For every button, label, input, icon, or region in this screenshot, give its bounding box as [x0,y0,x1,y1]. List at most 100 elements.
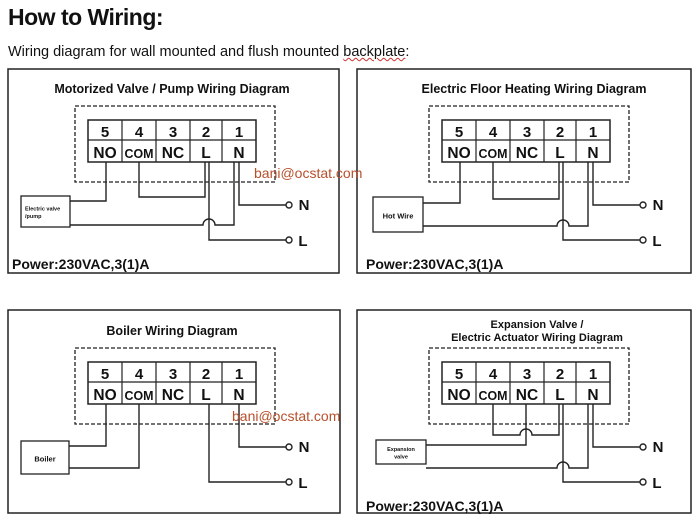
terminal-label-n: N [587,145,598,162]
panel-content: Expansion Valve /Electric Actuator Wirin… [366,319,663,514]
terminal-number: 1 [235,124,243,141]
supply-label-l: L [298,233,307,250]
terminal-label-nc: NC [516,145,538,162]
panel-frame [356,309,692,514]
wire [69,404,107,447]
supply-label-l: L [652,233,661,250]
terminal-number: 4 [489,366,498,383]
wire-neutral [238,162,286,206]
supply-label-n: N [299,439,310,456]
supply-terminal-n [639,443,647,451]
thermostat-outline [428,105,630,183]
wire-neutral [238,404,286,448]
terminal-number: 5 [101,124,109,141]
device-label: Boiler [34,454,55,463]
terminal-label-no: NO [447,145,470,162]
supply-label-n: N [653,439,664,456]
panel-title: Motorized Valve / Pump Wiring Diagram [54,82,289,96]
terminal-label-n: N [587,387,598,404]
wire [426,404,527,446]
device-label: valve [394,455,408,461]
terminal-number: 5 [101,366,109,383]
page-heading: How to Wiring: [8,4,164,30]
terminal-number: 2 [202,124,210,141]
terminal-number: 4 [135,366,144,383]
supply-label-l: L [652,475,661,492]
terminal-number: 4 [135,124,144,141]
terminal-number: 5 [455,366,463,383]
terminal-label-com: COM [125,146,154,161]
wire-live [208,162,286,241]
device-label: Expansion [387,447,415,453]
wire [492,162,560,200]
terminal-label-l: L [555,387,564,404]
power-rating: Power:230VAC,3(1)A [12,256,149,272]
wiring-panel: Motorized Valve / Pump Wiring Diagram5NO… [7,68,340,274]
device-label: Hot Wire [383,211,414,220]
terminal-number: 4 [489,124,498,141]
wiring-panel: Electric Floor Heating Wiring Diagram 5NO… [356,68,692,274]
supply-label-l: L [298,475,307,492]
wiring-panel: Expansion Valve /Electric Actuator Wirin… [356,309,692,514]
terminal-number: 1 [589,124,597,141]
panel-title-line: Electric Actuator Wiring Diagram [451,332,623,344]
subtitle-end: : [405,44,410,60]
wire-neutral [592,404,640,448]
terminal-number: 3 [169,366,177,383]
terminal-block [87,361,257,405]
wire-neutral [592,162,640,206]
terminal-label-l: L [201,145,210,162]
terminal-number: 3 [169,124,177,141]
terminal-label-nc: NC [516,387,538,404]
terminal-number: 5 [455,124,463,141]
wire-live [562,404,640,483]
power-rating: Power:230VAC,3(1)A [366,498,503,514]
supply-label-n: N [653,197,664,214]
panel-frame [7,68,340,274]
panel-content: Motorized Valve / Pump Wiring Diagram5NO… [12,82,309,272]
panel-title: Electric Floor Heating Wiring Diagram [422,82,647,96]
panel-title: Boiler Wiring Diagram [106,324,237,338]
device-box [375,439,427,465]
terminal-label-l: L [201,387,210,404]
wire [69,404,140,469]
subtitle-flagged-word: backplate [343,44,406,60]
terminal-number: 2 [202,366,210,383]
panel-content: Electric Floor Heating Wiring Diagram 5NO… [366,82,663,272]
wiring-panel: Boiler Wiring Diagram5NO4COM3NC2L1NNLBoi… [7,309,341,514]
terminal-label-com: COM [479,146,508,161]
supply-terminal-l [639,478,647,486]
terminal-label-no: NO [93,387,116,404]
watermark-email: bani@ocstat.com [232,408,341,424]
panel-title-line: Expansion Valve / [491,319,584,331]
wire [426,404,589,469]
terminal-label-nc: NC [162,145,184,162]
terminal-label-com: COM [479,388,508,403]
terminal-label-n: N [233,387,244,404]
power-rating: Power:230VAC,3(1)A [366,256,503,272]
wire [423,162,589,227]
supply-terminal-n [639,201,647,209]
terminal-number: 1 [235,366,243,383]
supply-terminal-n [285,443,293,451]
thermostat-outline [74,105,276,183]
wire [423,162,461,204]
terminal-label-n: N [233,145,244,162]
device-label: /pump [25,214,42,220]
device-box [372,196,424,233]
terminal-number: 2 [556,366,564,383]
supply-label-n: N [299,197,310,214]
wire-live [562,162,640,241]
wire [70,162,107,202]
panel-frame [7,309,341,514]
terminal-block [441,119,611,163]
thermostat-outline [428,347,630,425]
wire [70,162,235,226]
supply-terminal-l [285,236,293,244]
terminal-label-com: COM [125,388,154,403]
device-box [20,440,70,475]
thermostat-outline [74,347,276,425]
device-box [20,195,71,228]
supply-terminal-l [639,236,647,244]
